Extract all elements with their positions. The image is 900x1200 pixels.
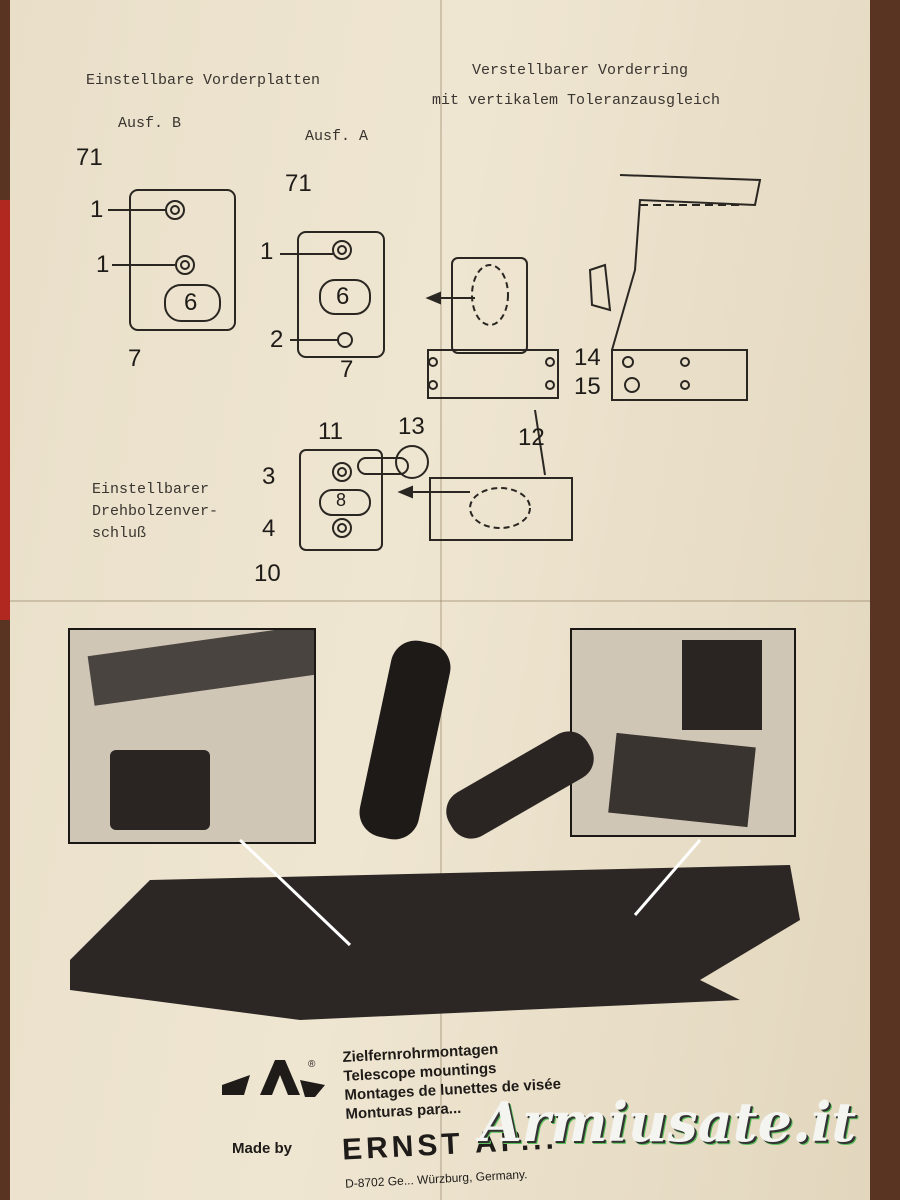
part-number: 14 bbox=[574, 344, 601, 371]
part-number: 7 bbox=[340, 356, 354, 383]
rotary-label-2: Drehbolzenver- bbox=[92, 503, 219, 520]
photo-front-ring bbox=[570, 628, 796, 837]
part-number: 13 bbox=[398, 413, 425, 440]
made-by-label: Made by bbox=[232, 1140, 293, 1157]
label-ausf-b: Ausf. B bbox=[118, 115, 182, 132]
rotary-label-1: Einstellbarer bbox=[92, 481, 210, 498]
part-number: 15 bbox=[574, 373, 601, 400]
svg-text:®: ® bbox=[308, 1059, 316, 1070]
part-number: 71 bbox=[285, 170, 312, 197]
part-number: 2 bbox=[270, 326, 284, 353]
technical-drawings bbox=[108, 174, 762, 551]
watermark: Armiusate.it bbox=[480, 1090, 857, 1154]
heading-front-ring-sub: mit vertikalem Toleranzausgleich bbox=[432, 92, 721, 109]
part-number: 3 bbox=[262, 463, 276, 490]
label-ausf-a: Ausf. A bbox=[305, 128, 369, 145]
part-number: 11 bbox=[318, 418, 343, 445]
part-number: 4 bbox=[262, 515, 276, 542]
part-number: 1 bbox=[96, 251, 110, 278]
photo-front-plate bbox=[68, 628, 316, 844]
heading-front-plates: Einstellbare Vorderplatten bbox=[86, 72, 321, 89]
rotary-label-3: schluß bbox=[92, 525, 147, 542]
part-number: 8 bbox=[336, 490, 347, 510]
fold-line bbox=[440, 0, 442, 1200]
part-number: 1 bbox=[260, 238, 274, 265]
part-number: 12 bbox=[518, 424, 545, 451]
part-number: 10 bbox=[254, 560, 281, 587]
part-number: 6 bbox=[184, 289, 198, 316]
heading-front-ring: Verstellbarer Vorderring bbox=[472, 62, 689, 79]
fold-line bbox=[10, 600, 870, 602]
part-number: 6 bbox=[336, 283, 350, 310]
part-number: 1 bbox=[90, 196, 104, 223]
part-number: 7 bbox=[128, 345, 142, 372]
rifle-scope-photo bbox=[70, 640, 800, 1020]
part-number: 71 bbox=[76, 144, 103, 171]
eaw-logo: ® bbox=[222, 1059, 325, 1097]
